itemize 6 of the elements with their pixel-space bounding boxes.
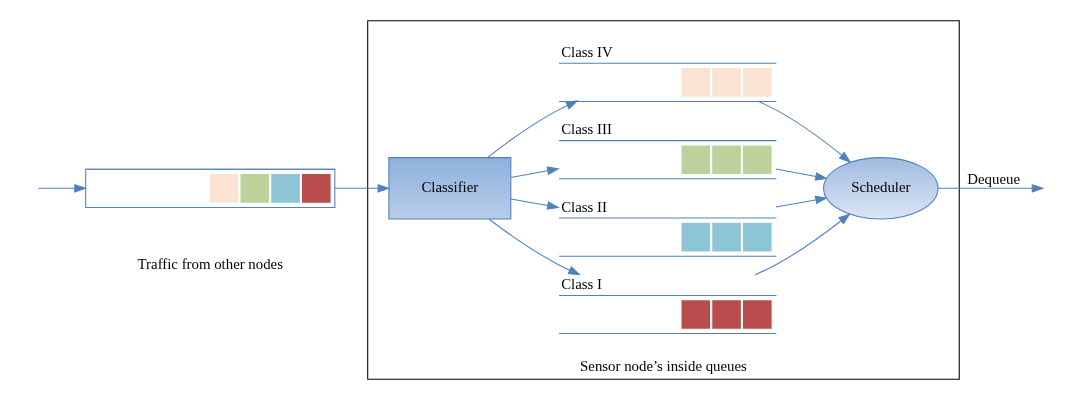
node-label: Class IV [561,44,613,61]
node-label: Class II [561,198,607,215]
edge-label: Dequeue [967,171,1021,188]
node-label: Class III [561,121,612,138]
node-label: Class I [561,276,602,293]
node-label: Traffic from other nodes [137,255,283,272]
